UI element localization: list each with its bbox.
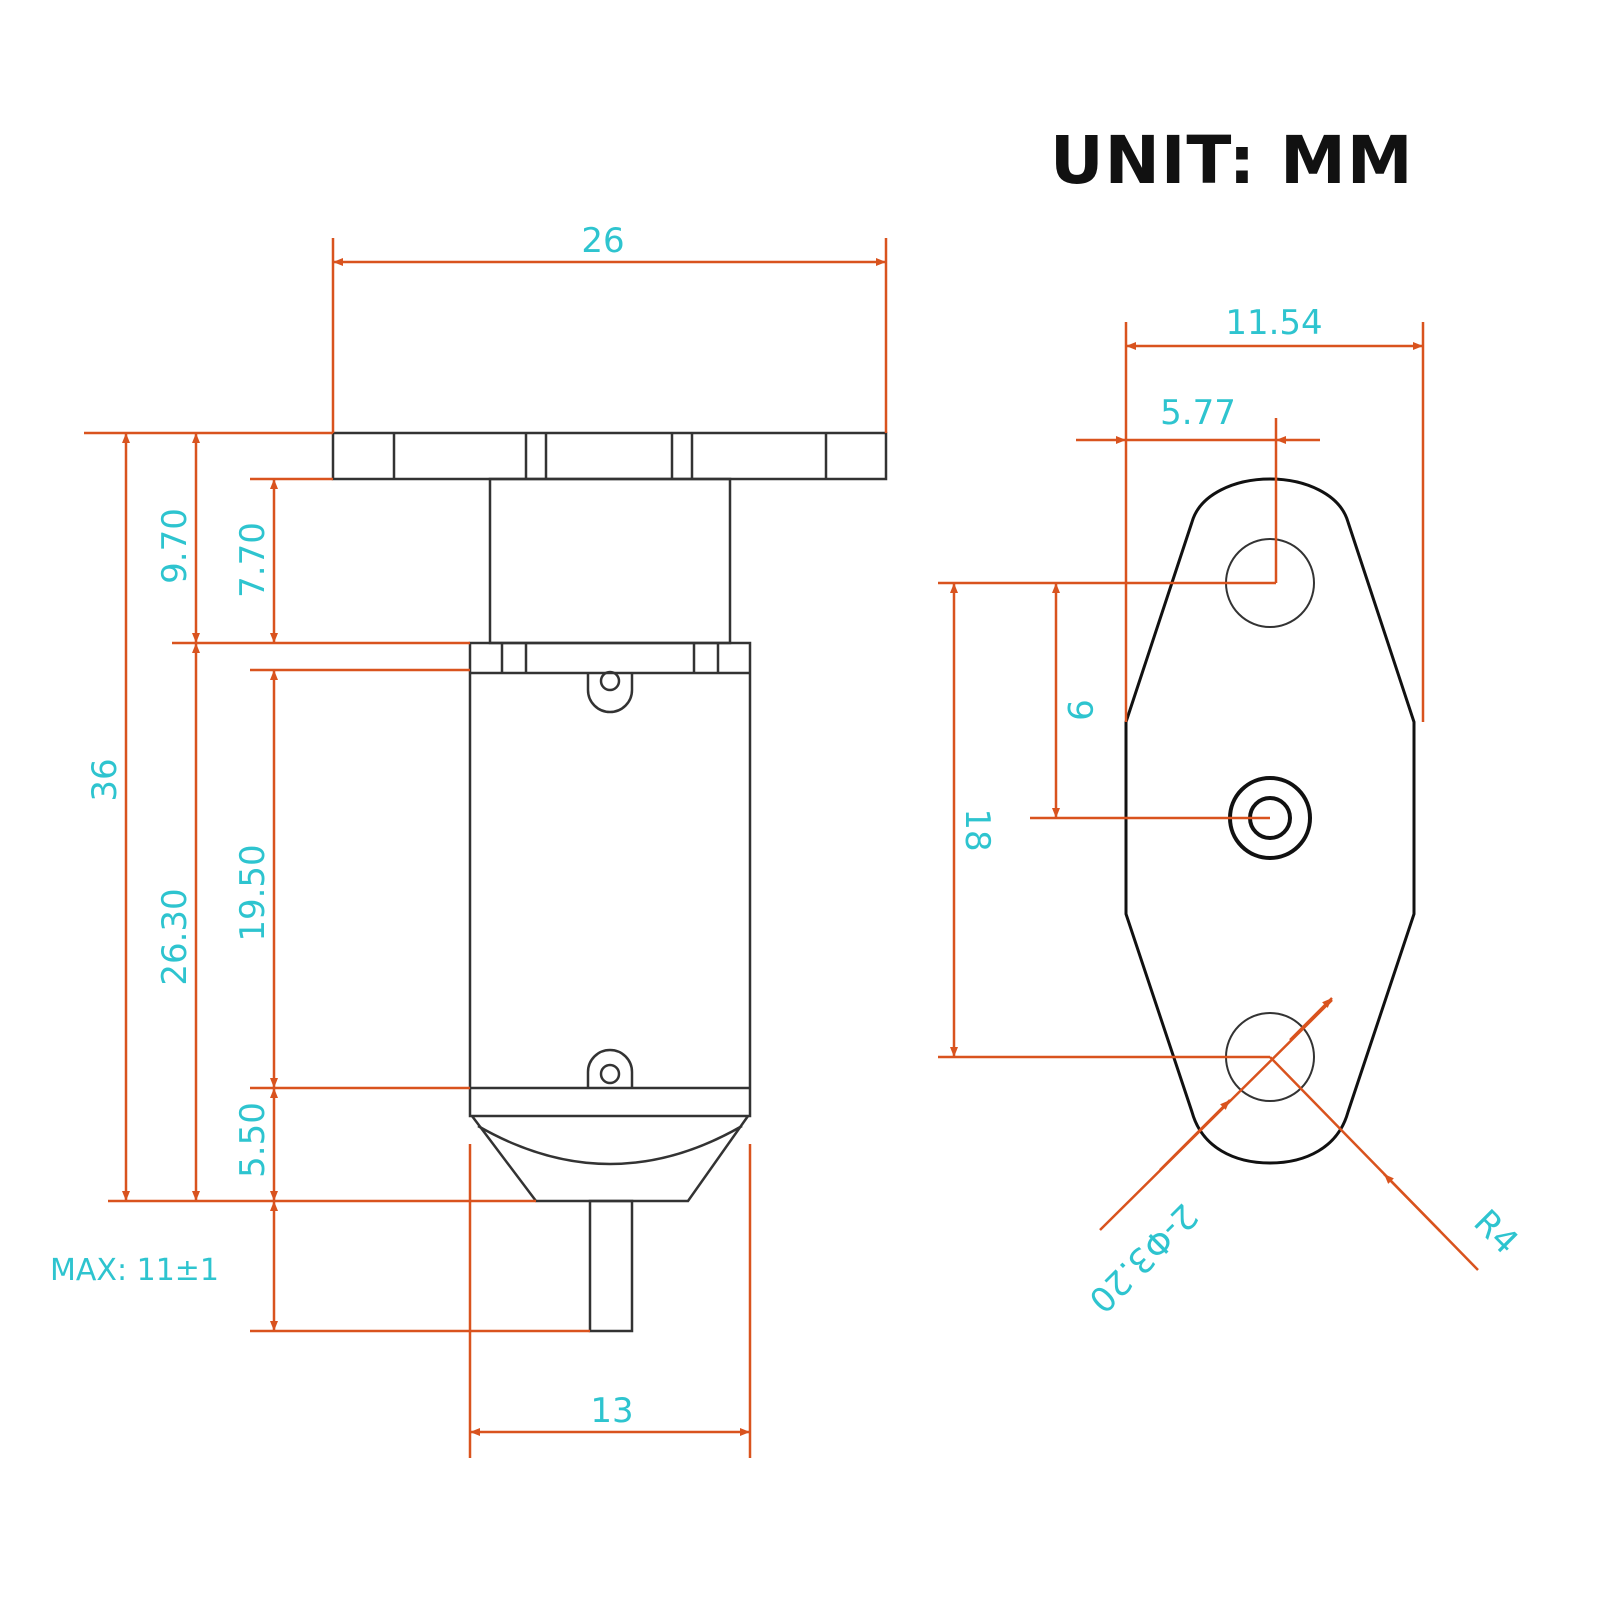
side-view-labels: 26 36 9.70 7.70 26.30 19.50 5.50 MAX: 11…: [50, 221, 634, 1431]
side-view-dimensions: [84, 238, 888, 1458]
end-view-dimensions: [938, 322, 1479, 1271]
end-cap: [471, 1115, 750, 1203]
label-7-70: 7.70: [233, 522, 273, 598]
label-36: 36: [85, 758, 125, 801]
label-shaft-note: MAX: 11±1: [50, 1253, 219, 1288]
label-hole-diameter: 2-Φ3.20: [1080, 1195, 1205, 1320]
mount-tab-top: [586, 673, 634, 714]
label-9: 9: [1059, 699, 1099, 721]
output-shaft: [588, 1199, 634, 1333]
label-radius: R4: [1466, 1202, 1526, 1262]
end-plate: [1124, 477, 1416, 1165]
side-view-outline: [331, 431, 888, 1333]
label-18: 18: [957, 808, 997, 851]
motor-body: [468, 641, 752, 1118]
gearbox-neck: [488, 477, 732, 645]
label-5-50: 5.50: [233, 1102, 273, 1178]
unit-title: UNIT: MM: [1050, 122, 1414, 199]
label-26: 26: [581, 221, 624, 261]
label-9-70: 9.70: [155, 508, 195, 584]
flange: [331, 431, 888, 481]
end-view-labels: 11.54 5.77 18 9 2-Φ3.20 R4: [957, 303, 1526, 1320]
label-26-30: 26.30: [155, 888, 195, 985]
label-13: 13: [590, 1391, 633, 1431]
mount-tab-bottom: [586, 1048, 634, 1088]
label-5-77: 5.77: [1160, 393, 1236, 433]
label-11-54: 11.54: [1225, 303, 1322, 343]
leader-radius: [1269, 1056, 1479, 1271]
label-19-50: 19.50: [233, 844, 273, 941]
